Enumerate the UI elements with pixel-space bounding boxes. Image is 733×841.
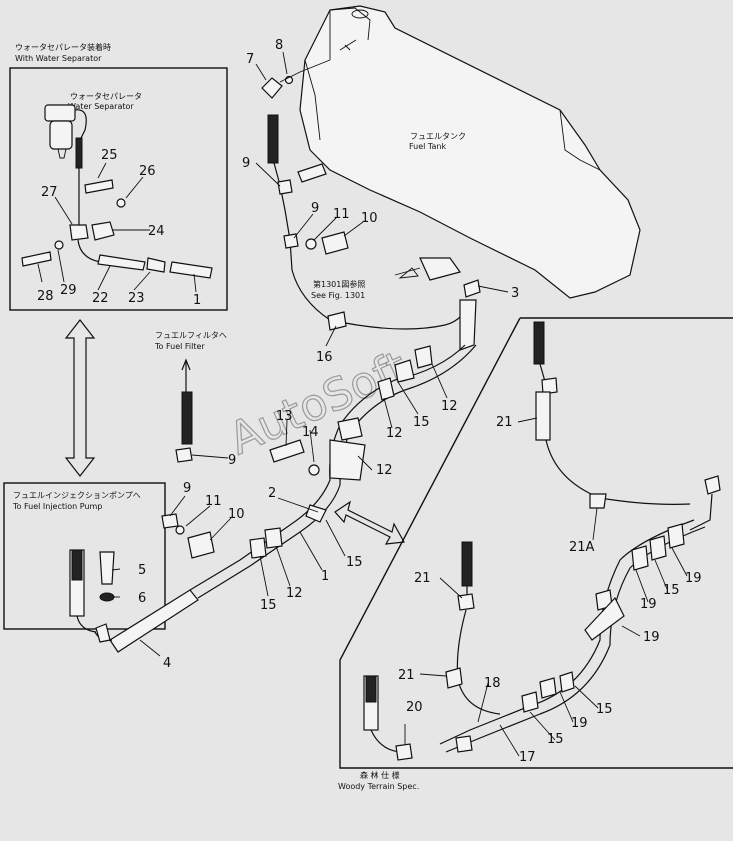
part-number: 25 <box>101 148 118 163</box>
vertical-double-arrow <box>64 319 96 477</box>
part-number: 11 <box>333 207 350 222</box>
part-number: 8 <box>275 38 283 53</box>
fuel-tank-label-en: Fuel Tank <box>409 142 446 151</box>
part-number: 23 <box>128 291 145 306</box>
fuel-tank <box>299 5 641 299</box>
part-number: 10 <box>361 211 378 226</box>
part-number: 9 <box>228 453 236 468</box>
part-number: 20 <box>406 700 423 715</box>
water-sep-label-jp: ウォータセパレータ <box>70 92 142 101</box>
part-number: 24 <box>148 224 165 239</box>
part-number: 9 <box>242 156 250 171</box>
woody-terrain-inset <box>339 317 733 769</box>
water-sep-label-en: Water Separator <box>68 102 134 111</box>
part-number: 15 <box>663 583 680 598</box>
water-separator <box>21 104 213 279</box>
part-number: 29 <box>60 283 77 298</box>
part-number: 2 <box>268 486 276 501</box>
part-number: 13 <box>276 409 293 424</box>
part-number: 17 <box>519 750 536 765</box>
part-number: 3 <box>511 286 519 301</box>
part-number: 28 <box>37 289 54 304</box>
part-number: 4 <box>163 656 171 671</box>
part-number: 21 <box>414 571 431 586</box>
part-number: 22 <box>92 291 109 306</box>
part-number: 19 <box>643 630 660 645</box>
part-number: 15 <box>413 415 430 430</box>
part-number: 6 <box>138 591 146 606</box>
injection-pump-label-jp: フュエルインジェクションポンプへ <box>13 491 141 500</box>
part-number: 9 <box>311 201 319 216</box>
part-number: 12 <box>386 426 403 441</box>
injection-pump-label-en: To Fuel Injection Pump <box>12 502 102 511</box>
woody-terrain-piping <box>363 321 721 761</box>
part-number: 16 <box>316 350 333 365</box>
part-number: 18 <box>484 676 501 691</box>
fuel-tank-label-jp: フュエルタンク <box>410 132 466 141</box>
part-number: 15 <box>596 702 613 717</box>
woody-label-en: Woody Terrain Spec. <box>338 782 419 791</box>
part-number: 12 <box>376 463 393 478</box>
injection-pump-inset <box>3 482 166 630</box>
part-number: 5 <box>138 563 146 578</box>
part-number: 12 <box>441 399 458 414</box>
part-number-callouts: 8 7 9 9 11 10 3 16 12 12 15 12 13 14 9 9… <box>37 38 702 765</box>
woody-label-jp: 森 林 仕 様 <box>360 770 400 780</box>
part-number: 27 <box>41 185 58 200</box>
part-number: 21 <box>496 415 513 430</box>
see-fig-label-jp: 第1301図参照 <box>313 279 365 289</box>
main-fuel-piping <box>69 59 481 653</box>
part-number: 19 <box>571 716 588 731</box>
part-number: 1 <box>321 569 329 584</box>
part-number: 14 <box>302 425 319 440</box>
part-number: 10 <box>228 507 245 522</box>
part-number: 26 <box>139 164 156 179</box>
part-number: 15 <box>260 598 277 613</box>
water-sep-title-jp: ウォータセパレータ装着時 <box>15 42 111 52</box>
part-number: 9 <box>183 481 191 496</box>
part-number: 11 <box>205 494 222 509</box>
part-number: 19 <box>640 597 657 612</box>
part-number: 15 <box>547 732 564 747</box>
fuel-filter-label-en: To Fuel Filter <box>154 342 205 351</box>
fuel-filter-label-jp: フュエルフィルタへ <box>155 331 227 340</box>
part-number: 21 <box>398 668 415 683</box>
diagonal-double-arrow <box>334 500 405 545</box>
water-separator-inset <box>9 67 228 311</box>
part-number: 19 <box>685 571 702 586</box>
water-sep-title-en: With Water Separator <box>15 54 102 63</box>
part-number: 12 <box>286 586 303 601</box>
part-number: 15 <box>346 555 363 570</box>
part-number: 7 <box>246 52 254 67</box>
part-number: 1 <box>193 293 201 308</box>
see-fig-label-en: See Fig. 1301 <box>311 291 365 300</box>
part-number: 21A <box>569 540 595 555</box>
